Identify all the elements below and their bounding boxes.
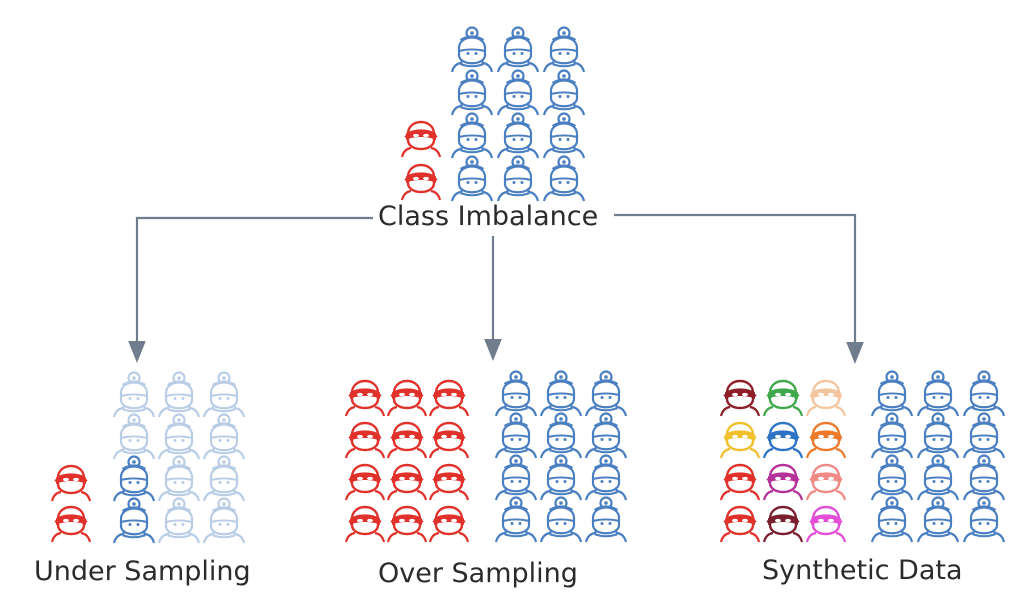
masked-person-icon [344,421,386,460]
doctor-icon [202,371,246,419]
masked-person-icon [50,464,92,503]
doctor-icon [494,454,538,502]
masked-person-icon [805,463,847,502]
doctor-icon [450,155,494,203]
doctor-icon [157,497,201,545]
masked-person-icon [719,421,761,460]
doctor-icon [916,496,960,544]
doctor-icon [450,26,494,74]
masked-person-icon [344,379,386,418]
doctor-icon [584,496,628,544]
doctor-icon [916,412,960,460]
masked-person-icon [386,379,428,418]
masked-person-icon [428,505,470,544]
doctor-icon [539,496,583,544]
masked-person-icon [719,505,761,544]
connector-under-sampling [128,216,373,363]
doctor-icon [870,412,914,460]
doctor-icon [542,112,586,160]
connectors [128,213,864,364]
root-label-class-imbalance: Class Imbalance [378,201,599,232]
masked-person-icon [805,421,847,460]
doctor-icon [962,370,1006,418]
masked-person-icon [762,421,804,460]
doctor-icon [962,454,1006,502]
connector-synthetic-data [614,213,864,364]
branch-label-synthetic-data: Synthetic Data [762,555,963,586]
doctor-icon [539,454,583,502]
masked-person-icon [428,379,470,418]
doctor-icon [112,497,156,545]
doctor-icon [157,455,201,503]
doctor-icon [542,69,586,117]
doctor-icon [450,112,494,160]
doctor-icon [584,412,628,460]
masked-person-icon [762,463,804,502]
doctor-icon [494,496,538,544]
masked-person-icon [50,505,92,544]
masked-person-icon [428,421,470,460]
doctor-icon [916,370,960,418]
doctor-icon [202,413,246,461]
doctor-icon [539,370,583,418]
doctor-icon [916,454,960,502]
masked-person-icon [400,120,442,159]
doctor-icon [496,112,540,160]
doctor-icon [450,69,494,117]
doctor-icon [542,155,586,203]
doctor-icon [202,497,246,545]
masked-person-icon [344,463,386,502]
doctor-icon [157,371,201,419]
doctor-icon [494,412,538,460]
doctor-icon [112,455,156,503]
doctor-icon [496,26,540,74]
doctor-icon [496,155,540,203]
icon-groups [50,26,1006,545]
masked-person-icon [386,421,428,460]
masked-person-icon [805,379,847,418]
masked-person-icon [400,163,442,202]
masked-person-icon [386,505,428,544]
doctor-icon [870,454,914,502]
doctor-icon [539,412,583,460]
doctor-icon [494,370,538,418]
doctor-icon [870,496,914,544]
doctor-icon [962,412,1006,460]
masked-person-icon [386,463,428,502]
doctor-icon [112,371,156,419]
doctor-icon [496,69,540,117]
masked-person-icon [762,379,804,418]
doctor-icon [112,413,156,461]
doctor-icon [870,370,914,418]
masked-person-icon [805,505,847,544]
masked-person-icon [719,379,761,418]
doctor-icon [157,413,201,461]
masked-person-icon [719,463,761,502]
doctor-icon [584,454,628,502]
masked-person-icon [344,505,386,544]
masked-person-icon [762,505,804,544]
doctor-icon [542,26,586,74]
branch-label-under-sampling: Under Sampling [34,556,251,587]
masked-person-icon [428,463,470,502]
doctor-icon [962,496,1006,544]
doctor-icon [202,455,246,503]
doctor-icon [584,370,628,418]
branch-label-over-sampling: Over Sampling [378,558,578,589]
